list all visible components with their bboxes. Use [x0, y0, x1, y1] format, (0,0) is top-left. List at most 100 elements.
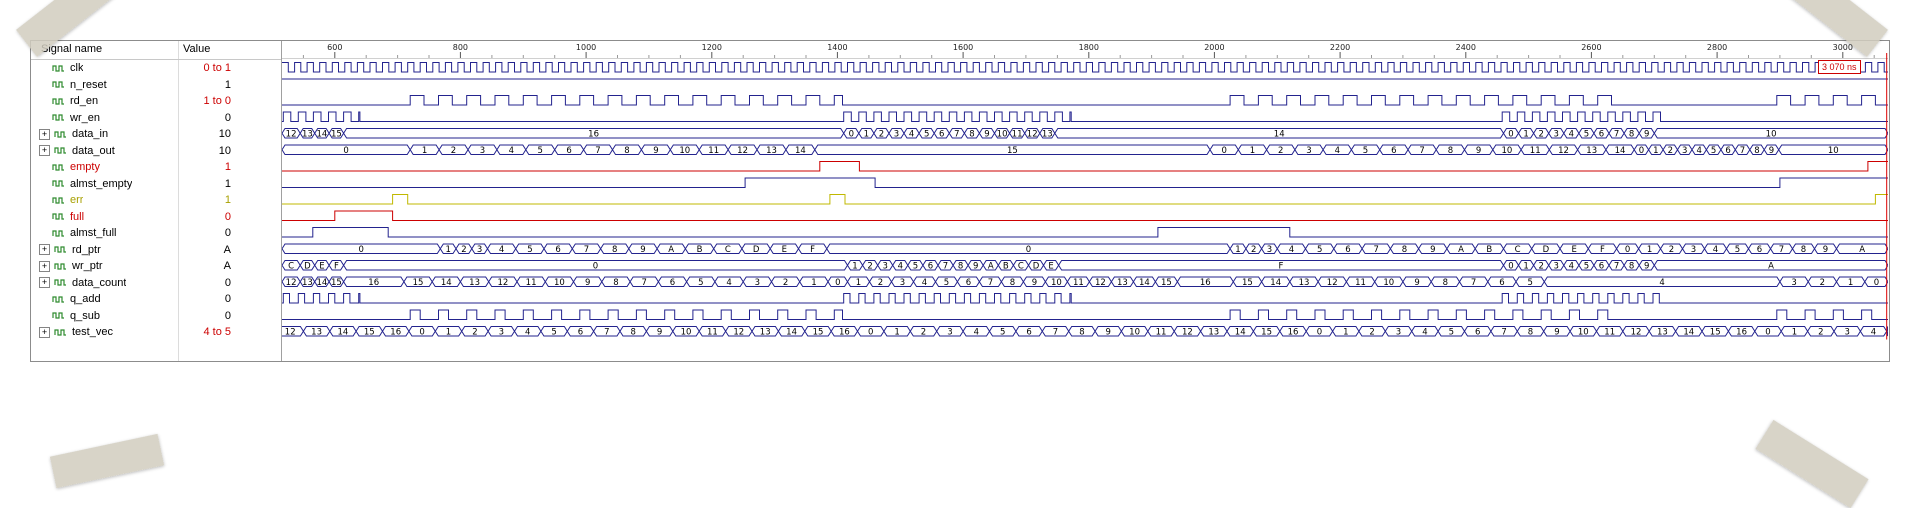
wave-row-clk[interactable]	[282, 62, 1888, 73]
svg-text:1: 1	[856, 278, 861, 288]
svg-text:8: 8	[1402, 245, 1407, 255]
svg-text:1: 1	[811, 278, 816, 288]
svg-text:9: 9	[1430, 245, 1435, 255]
svg-text:5: 5	[1584, 129, 1589, 139]
svg-text:1600: 1600	[953, 43, 973, 52]
wave-row-rd_en[interactable]	[282, 95, 1888, 106]
wave-row-err[interactable]	[282, 194, 1888, 205]
expand-plus-icon[interactable]: +	[39, 244, 50, 256]
signal-name[interactable]: rd_ptr	[72, 243, 101, 256]
svg-text:13: 13	[311, 327, 322, 337]
expand-plus-icon[interactable]: +	[39, 260, 50, 272]
signal-name[interactable]: rd_en	[70, 95, 99, 108]
svg-text:11: 11	[1156, 327, 1167, 337]
svg-text:6: 6	[1757, 245, 1762, 255]
svg-text:6: 6	[1475, 327, 1480, 337]
signal-name[interactable]: q_add	[70, 293, 101, 306]
svg-text:9: 9	[1554, 327, 1559, 337]
svg-text:15: 15	[1261, 327, 1272, 337]
svg-text:1: 1	[446, 327, 451, 337]
expand-plus-icon[interactable]: +	[39, 145, 50, 157]
wave-row-empty[interactable]	[282, 161, 1888, 172]
svg-text:9: 9	[1032, 278, 1037, 288]
svg-text:5: 5	[551, 327, 556, 337]
signal-waveform-icon	[52, 212, 65, 221]
signal-name[interactable]: data_out	[72, 144, 115, 157]
wave-row-almst_empty[interactable]	[282, 177, 1888, 188]
svg-text:2: 2	[921, 327, 926, 337]
signal-name[interactable]: almst_full	[70, 227, 117, 240]
signal-row[interactable]: + wr_ptr A	[31, 258, 281, 275]
cursor-time-label[interactable]: 3 070 ns	[1818, 60, 1861, 74]
signal-waveform-icon	[52, 311, 65, 320]
wave-row-full[interactable]	[282, 210, 1888, 221]
svg-text:6: 6	[1725, 146, 1730, 156]
svg-text:2: 2	[1538, 129, 1543, 139]
svg-text:0: 0	[1317, 327, 1322, 337]
svg-text:5: 5	[1711, 146, 1716, 156]
svg-text:4: 4	[1696, 146, 1701, 156]
signal-name[interactable]: wr_en	[70, 111, 100, 124]
signal-value: A	[223, 260, 231, 273]
signal-name[interactable]: wr_ptr	[72, 260, 103, 273]
expand-plus-icon[interactable]: +	[39, 277, 50, 289]
svg-text:F: F	[810, 245, 815, 255]
svg-text:6: 6	[1599, 129, 1604, 139]
svg-text:14: 14	[1139, 278, 1150, 288]
signal-name-column-header: Signal name	[41, 43, 103, 55]
svg-text:5: 5	[1363, 146, 1368, 156]
signal-name[interactable]: test_vec	[72, 326, 113, 339]
wave-row-almst_full[interactable]	[282, 227, 1888, 238]
signal-name[interactable]: n_reset	[70, 78, 107, 91]
signal-name[interactable]: empty	[70, 161, 100, 174]
expand-plus-icon[interactable]: +	[39, 128, 50, 140]
signal-name[interactable]: data_count	[72, 276, 127, 289]
svg-text:0: 0	[1508, 261, 1513, 271]
svg-text:1400: 1400	[827, 43, 847, 52]
wave-row-q_sub[interactable]	[282, 309, 1888, 320]
signal-name[interactable]: q_sub	[70, 309, 100, 322]
wave-row-q_add[interactable]	[282, 293, 1888, 304]
signal-waveform-icon	[54, 328, 67, 337]
signal-name[interactable]: data_in	[72, 128, 109, 141]
svg-text:9: 9	[640, 245, 645, 255]
signal-name[interactable]: full	[70, 210, 85, 223]
wave-row-wr_en[interactable]	[282, 111, 1888, 122]
expand-plus-icon[interactable]: +	[39, 326, 50, 338]
signal-name[interactable]: err	[70, 194, 84, 207]
signal-name[interactable]: almst_empty	[70, 177, 133, 190]
svg-text:8: 8	[1010, 278, 1015, 288]
signal-name[interactable]: clk	[70, 62, 84, 75]
svg-text:9: 9	[1476, 146, 1481, 156]
column-divider[interactable]	[178, 41, 179, 361]
svg-text:14: 14	[441, 278, 452, 288]
svg-text:14: 14	[316, 278, 327, 288]
svg-text:5: 5	[1527, 278, 1532, 288]
